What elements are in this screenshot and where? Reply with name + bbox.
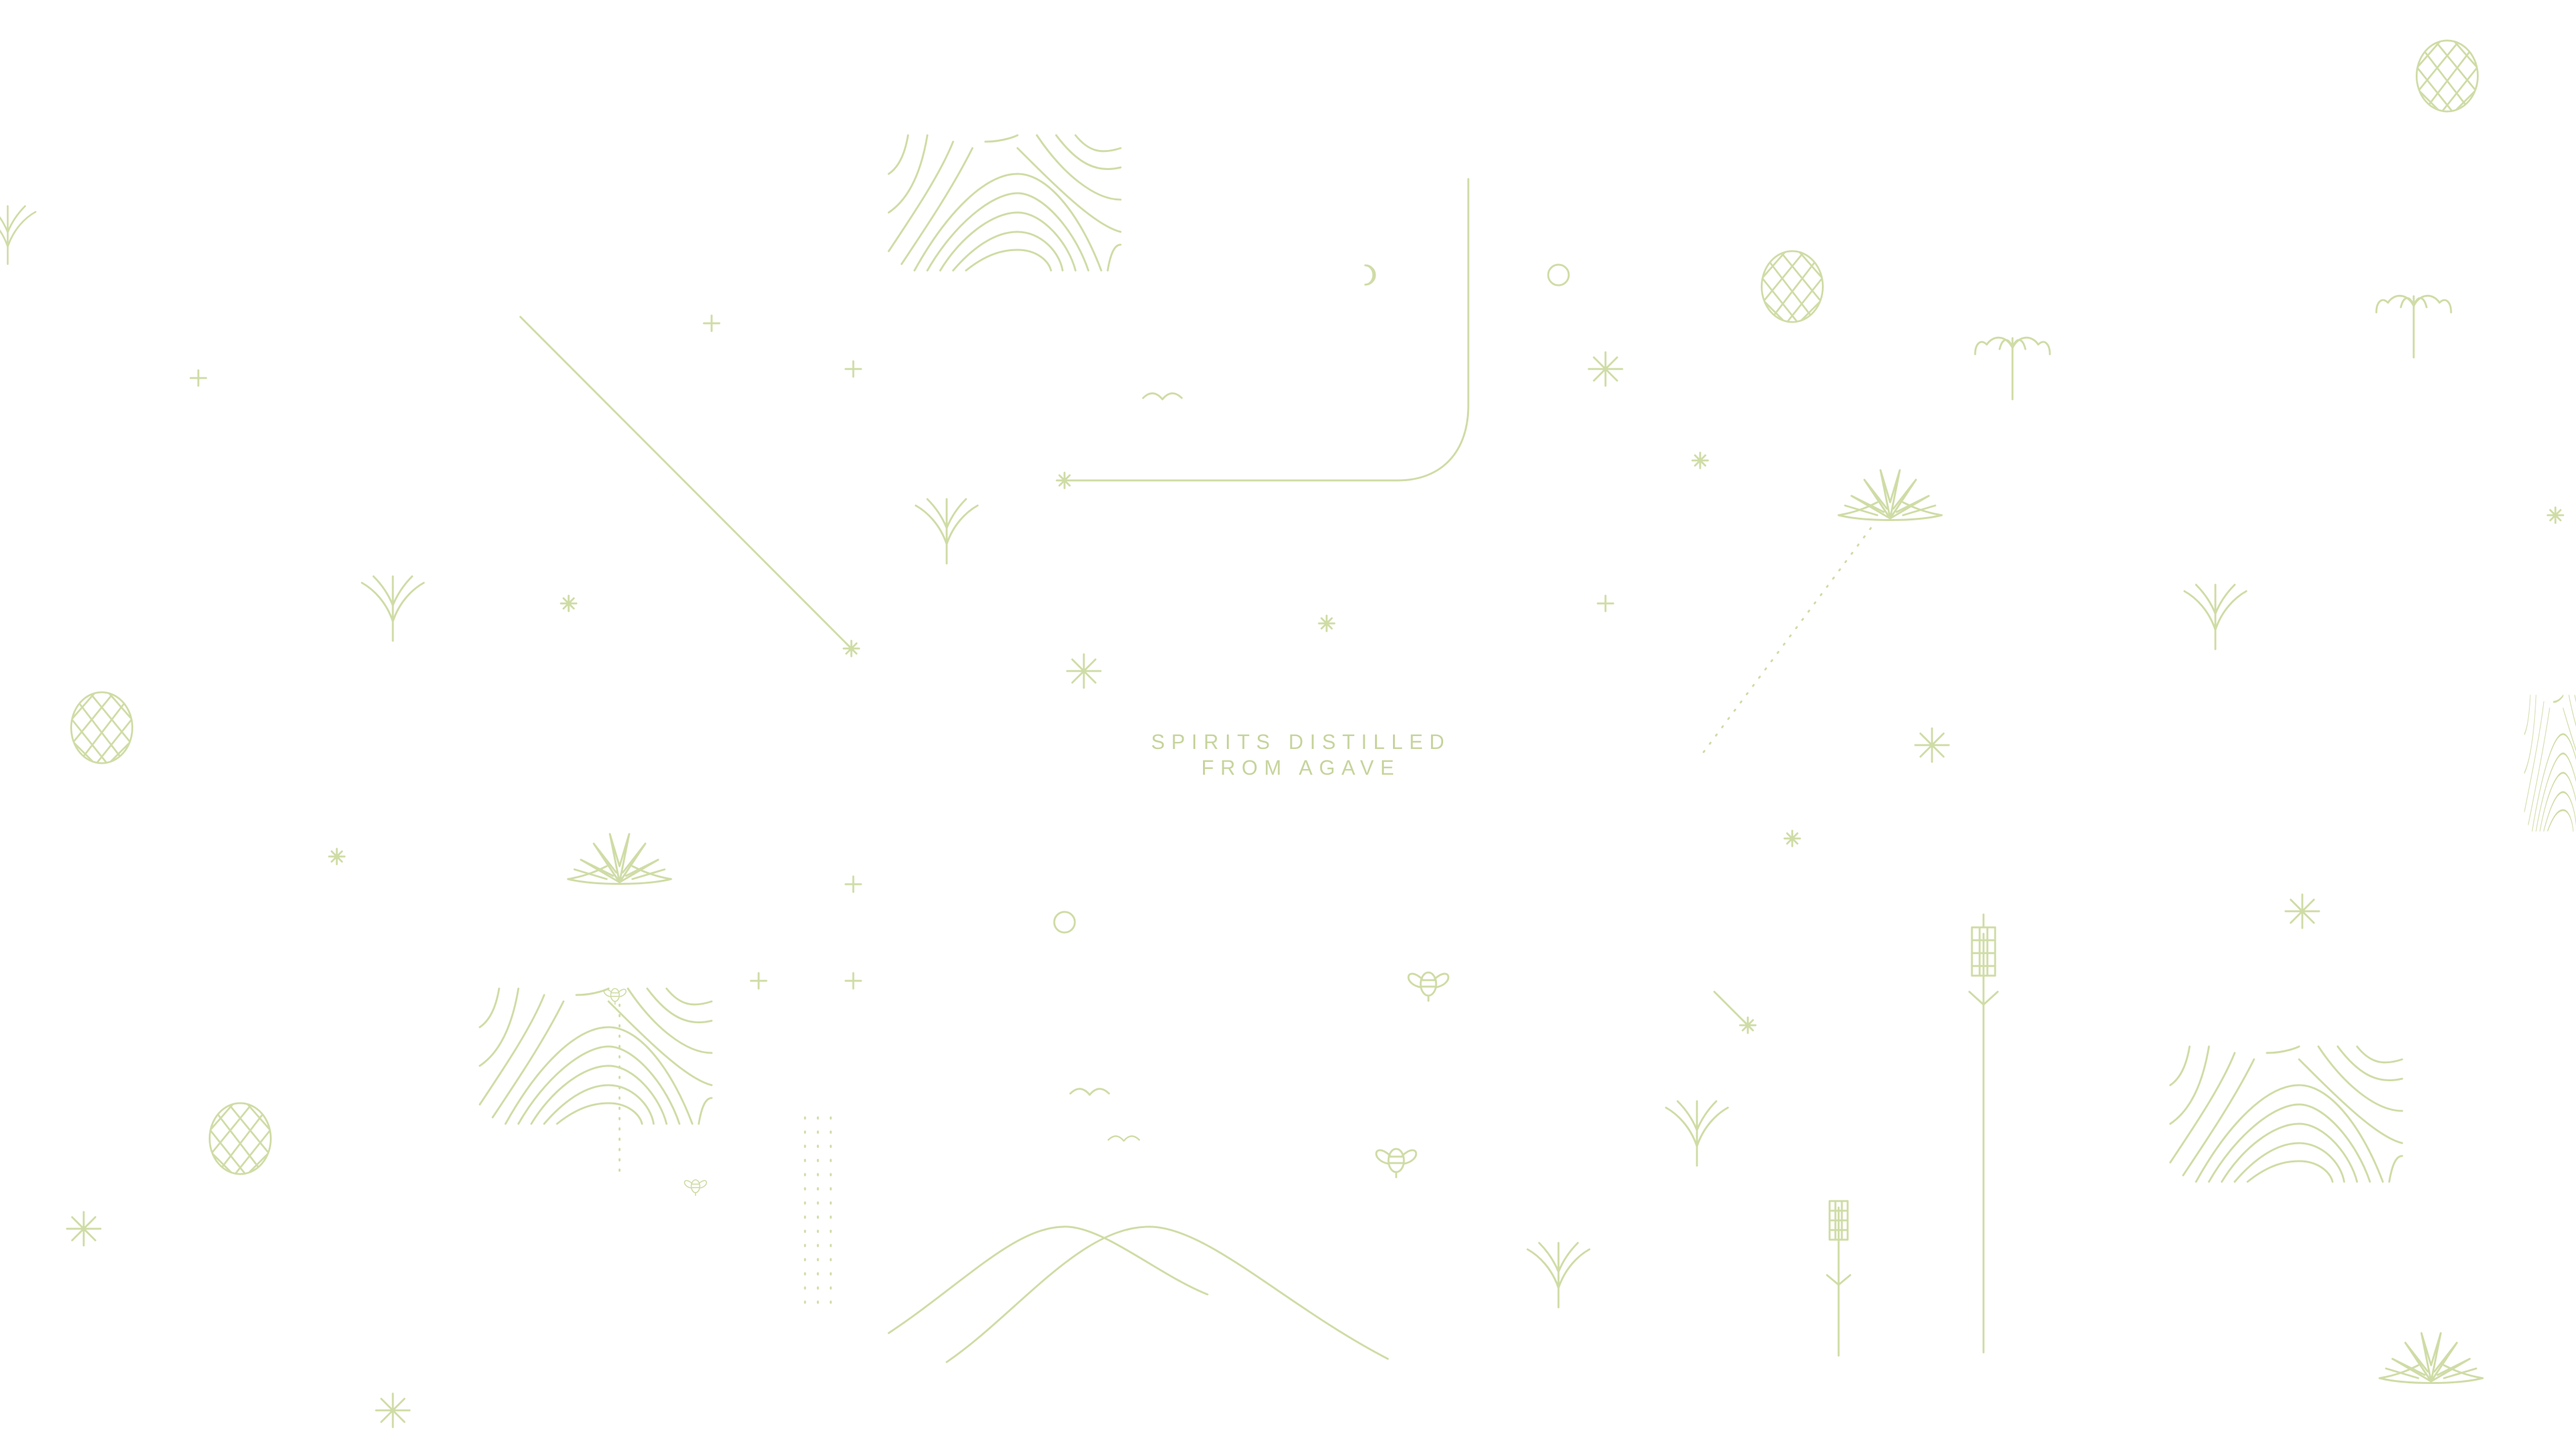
sprout-icon (0, 205, 37, 265)
sparkle-icon (2284, 893, 2320, 929)
plus-icon (844, 875, 862, 893)
topographic-pattern (2523, 694, 2576, 832)
topographic-pattern (478, 987, 713, 1125)
topographic-pattern (887, 134, 1122, 272)
sparkle-icon (842, 639, 860, 658)
plus-icon (703, 314, 721, 332)
ring-icon (1547, 263, 1570, 287)
agave-pina-icon (198, 1096, 283, 1176)
plus-icon (1596, 594, 1615, 612)
plus-icon (189, 369, 207, 387)
agave-plant-icon (567, 833, 672, 885)
curved-line (1065, 178, 1470, 482)
bee-icon (1407, 971, 1450, 1002)
tagline-line-1: SPIRITS DISTILLED (1151, 730, 1451, 753)
bird-icon (1069, 1088, 1110, 1096)
sparkle-icon (1056, 471, 1074, 489)
plus-icon (750, 972, 768, 990)
bee-icon (603, 988, 627, 1005)
plus-icon (844, 972, 862, 990)
dotted-grid (804, 1116, 832, 1312)
sparkle-icon (66, 1211, 102, 1247)
sparkle-icon (1691, 451, 1709, 469)
agave-pina-icon (59, 685, 145, 765)
agave-pina-icon (1750, 244, 1835, 324)
sparkle-icon (1739, 1016, 1757, 1034)
bee-icon (684, 1179, 707, 1197)
bird-icon (1107, 1135, 1141, 1142)
ring-icon (1053, 911, 1076, 934)
tagline-line-2: FROM AGAVE (1201, 756, 1401, 779)
agave-pina-icon (2405, 33, 2490, 113)
sparkle-icon (375, 1392, 411, 1428)
sprout-icon (361, 575, 425, 642)
sprout-icon (1526, 1242, 1591, 1309)
sparkle-icon (328, 848, 346, 866)
agave-flower-stalk-icon (1968, 913, 1999, 1354)
sparkle-icon (1587, 351, 1624, 387)
agave-plant-icon (2378, 1332, 2484, 1384)
bee-icon (1375, 1148, 1417, 1179)
sparkle-icon (1783, 829, 1801, 848)
tagline: SPIRITS DISTILLED FROM AGAVE (1030, 729, 1571, 781)
topographic-pattern (2169, 1045, 2403, 1183)
sparkle-icon (1914, 727, 1950, 763)
bird-icon (1142, 392, 1183, 401)
dotted-line (1699, 527, 1872, 758)
hills-outline (887, 1226, 1209, 1334)
sparkle-icon (1318, 614, 1336, 632)
diagonal-line (519, 316, 851, 649)
sparkle-icon (560, 594, 578, 612)
sprout-icon (2183, 583, 2248, 650)
short-line (1713, 990, 1748, 1025)
plus-icon (844, 360, 862, 378)
sparkle-icon (2546, 506, 2564, 524)
sprout-icon (1665, 1100, 1729, 1167)
crescent-moon-icon (1364, 264, 1376, 286)
palm-tree-icon (2375, 294, 2452, 359)
palm-tree-icon (1974, 336, 2051, 401)
sparkle-icon (1066, 653, 1102, 689)
agave-flower-stalk-icon (1826, 1200, 1852, 1357)
sprout-icon (914, 498, 979, 565)
agave-plant-icon (1837, 469, 1943, 521)
hills-outline (945, 1226, 1389, 1363)
